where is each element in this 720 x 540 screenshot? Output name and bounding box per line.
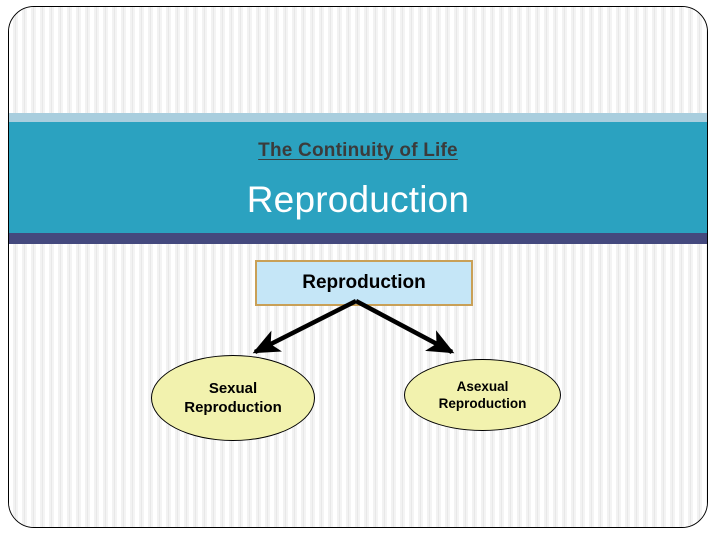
header-band-main — [9, 122, 707, 233]
diagram-node-asexual-line2: Reproduction — [438, 396, 527, 411]
diagram-node-sexual-reproduction: Sexual Reproduction — [151, 355, 315, 441]
diagram-node-sexual-line2: Reproduction — [184, 399, 282, 416]
slide-title: Reproduction — [246, 179, 470, 220]
header-band-light — [9, 113, 707, 122]
diagram-node-asexual-line1: Asexual — [456, 378, 509, 394]
diagram-node-sexual-line1: Sexual — [208, 379, 258, 397]
diagram-node-asexual-reproduction: Asexual Reproduction — [404, 359, 561, 431]
diagram-root-label: Reproduction — [302, 272, 426, 293]
slide-kicker: The Continuity of Life — [258, 140, 458, 161]
header-band-dark — [9, 233, 707, 244]
diagram-root-node: Reproduction — [255, 260, 473, 306]
slide-frame: The Continuity of Life Reproduction Repr… — [8, 6, 708, 528]
